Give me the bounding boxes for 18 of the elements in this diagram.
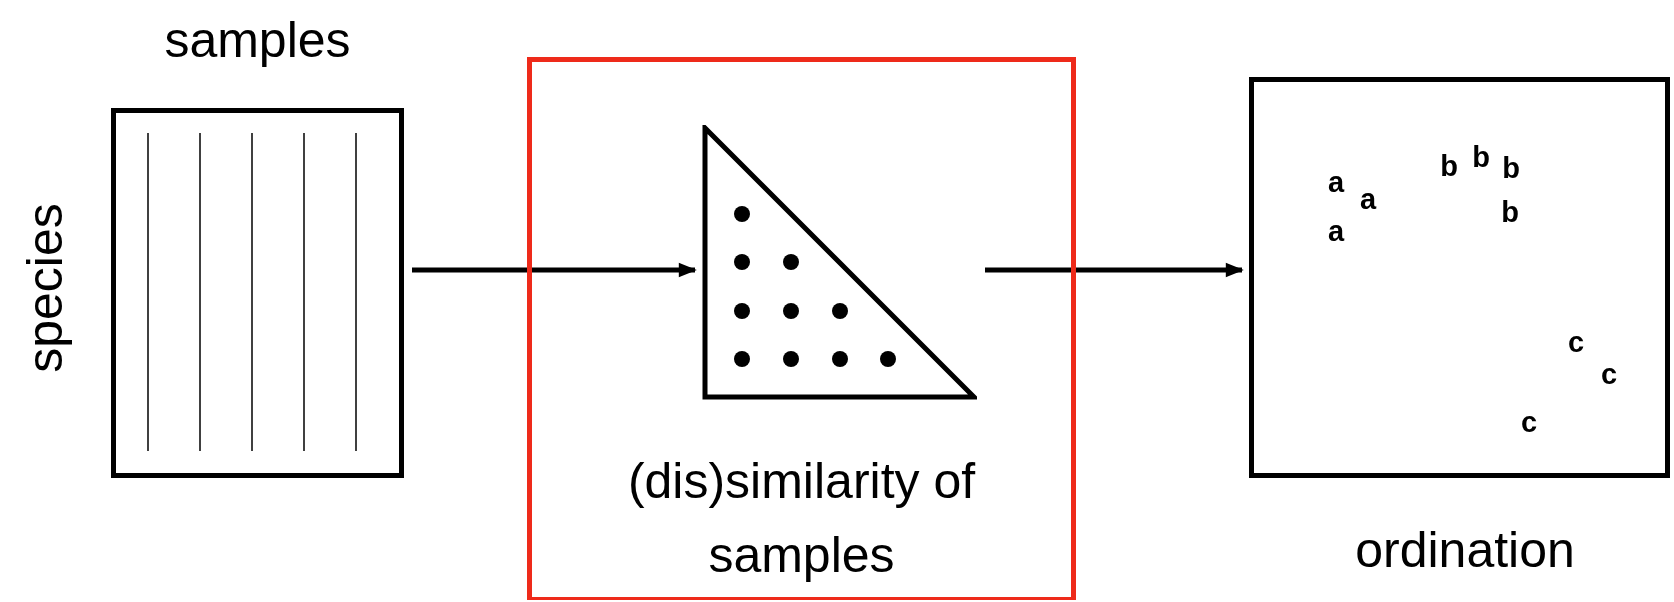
- highlight-frame: [527, 57, 1076, 600]
- plot-caption: ordination: [1355, 525, 1575, 575]
- point-label: b: [1472, 142, 1490, 172]
- point-label: a: [1327, 167, 1345, 197]
- point-label: b: [1502, 153, 1520, 183]
- point-label: a: [1327, 216, 1345, 246]
- axis-heading: species: [20, 203, 70, 373]
- point-label: c: [1520, 407, 1538, 437]
- arrow: [985, 262, 1244, 278]
- point-label: c: [1600, 359, 1618, 389]
- point-label: c: [1567, 327, 1585, 357]
- ordination-plot-box: [1249, 77, 1670, 478]
- axis-heading: samples: [164, 15, 351, 65]
- point-label: a: [1359, 184, 1377, 214]
- step-caption: (dis)similarity of samples: [626, 452, 977, 585]
- point-label: b: [1440, 151, 1458, 181]
- point-label: b: [1501, 197, 1519, 227]
- arrow: [412, 262, 697, 278]
